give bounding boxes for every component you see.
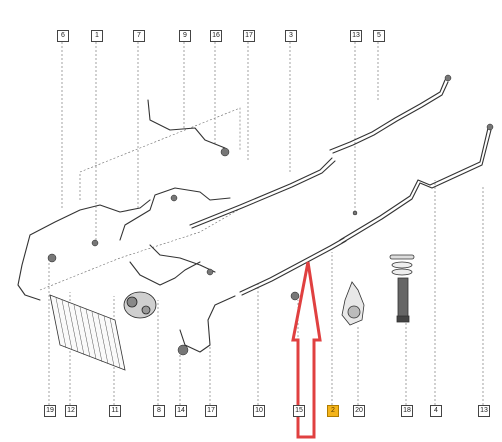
callout-17-top: 17 <box>243 30 255 42</box>
callout-2-highlighted: 2 <box>327 405 339 417</box>
callout-11-bottom: 11 <box>109 405 121 417</box>
callout-13-top: 13 <box>350 30 362 42</box>
callout-15-bottom: 15 <box>293 405 305 417</box>
callout-4-bottom: 4 <box>430 405 442 417</box>
callout-5-top: 5 <box>373 30 385 42</box>
callout-18-bottom: 18 <box>401 405 413 417</box>
callout-7-top: 7 <box>133 30 145 42</box>
condenser <box>49 294 126 371</box>
callout-8-bottom: 8 <box>153 405 165 417</box>
callout-3-top: 3 <box>285 30 297 42</box>
part-18-drier <box>389 254 415 323</box>
compressor <box>123 291 157 319</box>
callout-19-bottom: 19 <box>44 405 56 417</box>
callout-20-bottom: 20 <box>353 405 365 417</box>
callout-9-top: 9 <box>179 30 191 42</box>
callout-1-top: 1 <box>91 30 103 42</box>
callout-12-bottom: 12 <box>65 405 77 417</box>
callout-17-bottom: 17 <box>205 405 217 417</box>
callout-16-top: 16 <box>210 30 222 42</box>
fittings <box>47 74 494 356</box>
leader-lines <box>39 42 484 405</box>
pointer-arrow <box>291 261 322 439</box>
callout-14-bottom: 14 <box>175 405 187 417</box>
part-20-valve <box>341 281 365 326</box>
callout-6-top: 6 <box>57 30 69 42</box>
callout-13-bottom: 13 <box>478 405 490 417</box>
callout-10-bottom: 10 <box>253 405 265 417</box>
pipes <box>17 79 492 353</box>
